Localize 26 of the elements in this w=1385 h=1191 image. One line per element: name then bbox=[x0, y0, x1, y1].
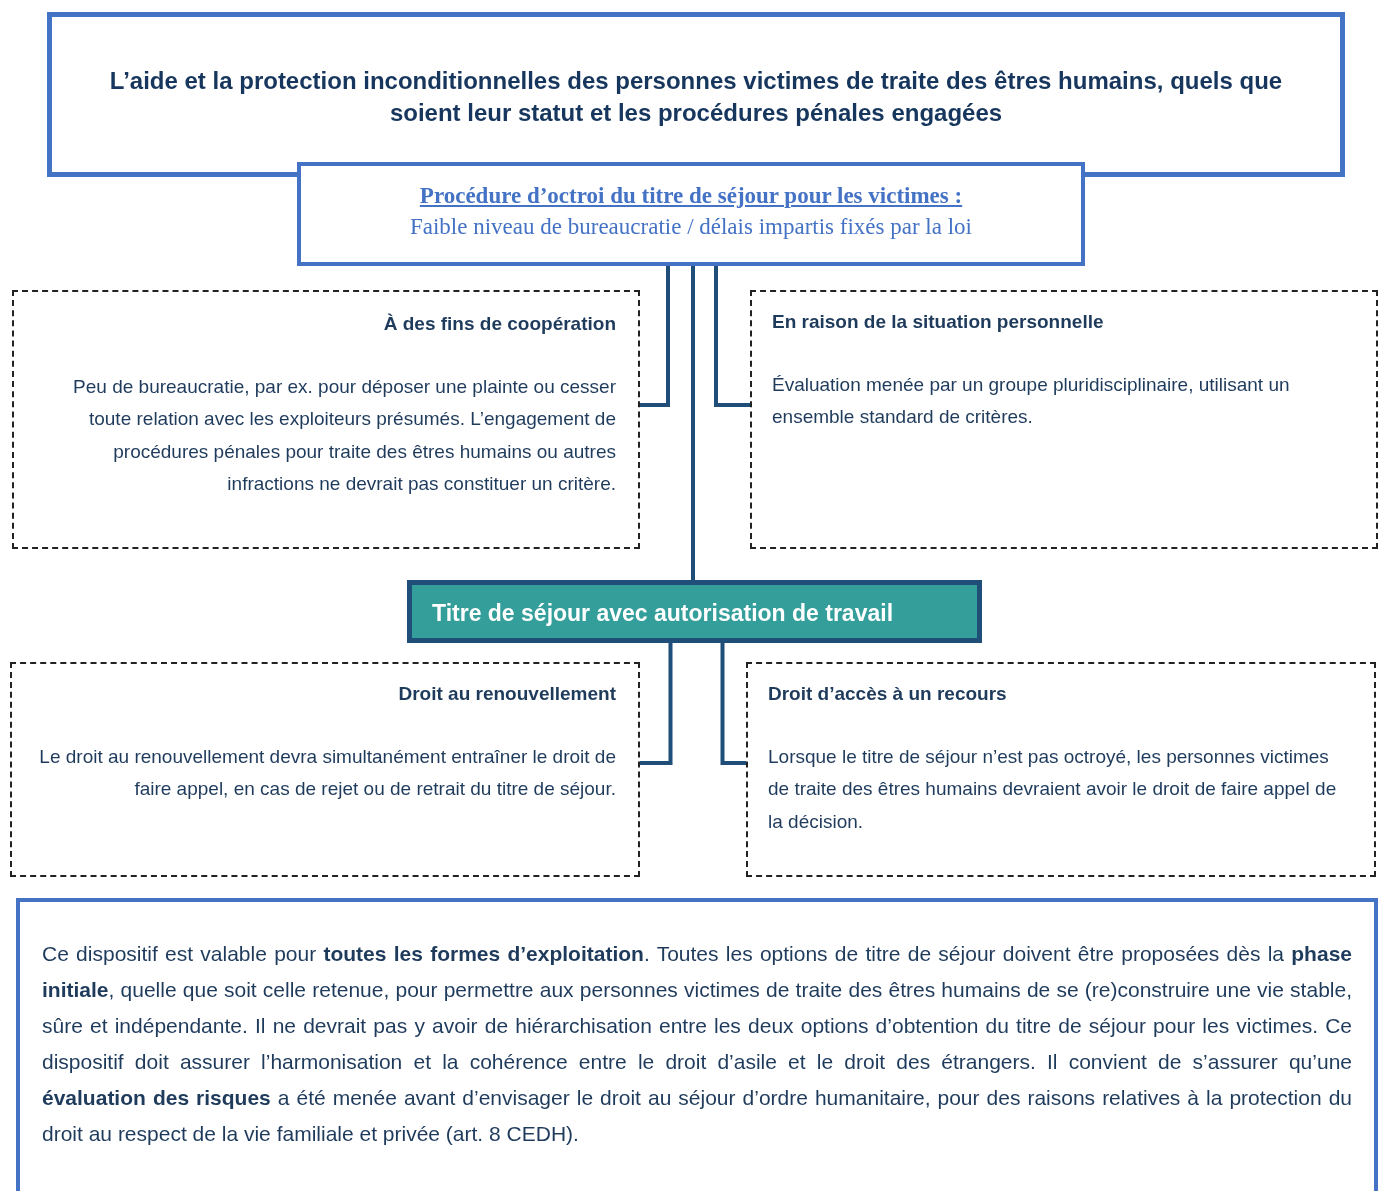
connector-line bbox=[714, 266, 750, 407]
heading: Procédure d’octroi du titre de séjour pour les victimes : bbox=[418, 182, 964, 210]
connector-line bbox=[640, 266, 670, 407]
body-text: Lorsque le titre de séjour n’est pas octroyé, les personnes victimes de traite des êtres humains devraient avoir le droit de faire appel de la décision. bbox=[768, 744, 1338, 834]
result-box bbox=[407, 580, 982, 643]
info-box bbox=[12, 290, 640, 549]
connector-line bbox=[691, 266, 695, 580]
heading: À des fins de coopération bbox=[382, 312, 616, 336]
connector-line bbox=[640, 643, 673, 765]
connector-line bbox=[720, 643, 746, 765]
title-box bbox=[47, 12, 1345, 177]
procedure-box bbox=[297, 162, 1085, 266]
paragraph: Ce dispositif est valable pour toutes les formes d’exploitation. Toutes les options de titre de séjour doivent être proposées dès la phase initiale, quelle que soit celle retenue, pour permettre aux personnes victimes de traite des êtres humains de se (re)construire une vie stable, sûre et indépendante. Il ne devrait pas y avoir de hiérarchisation entre les deux options d’obtention du titre de séjour pour les victimes. Ce dispositif doit assurer l’harmonisation et la cohérence entre le droit d’asile et le droit des étrangers. Il convient de s’assurer qu’une évaluation des risques a été menée avant d’envisager le droit au séjour d’ordre humanitaire, pour des raisons relatives à la protection du droit au respect de la vie familiale et privée (art. 8 CEDH). bbox=[42, 941, 1352, 1147]
heading: Droit au renouvellement bbox=[397, 682, 616, 706]
heading: En raison de la situation personnelle bbox=[772, 310, 1105, 334]
info-box bbox=[750, 290, 1378, 549]
body-text: Le droit au renouvellement devra simultanément entraîner le droit de faire appel, en cas de rejet ou de retrait du titre de séjour. bbox=[38, 744, 616, 801]
heading: Droit d’accès à un recours bbox=[768, 682, 1008, 706]
subtitle-text: Faible niveau de bureaucratie / délais impartis fixés par la loi bbox=[409, 213, 973, 241]
heading: Titre de séjour avec autorisation de travail bbox=[432, 599, 895, 627]
info-box bbox=[746, 662, 1376, 877]
info-box bbox=[10, 662, 640, 877]
body-text: Peu de bureaucratie, par ex. pour déposer une plainte ou cesser toute relation avec les exploiteurs présumés. L’engagement de procédures pénales pour traite des êtres humains ou autres infractions ne devrait pas constituer un critère. bbox=[72, 374, 616, 496]
title-text: L’aide et la protection inconditionnelles des personnes victimes de traite des êtres humains, quels que soient leur statut et les procédures pénales engagées bbox=[108, 66, 1284, 128]
body-text: Évaluation menée par un groupe pluridisciplinaire, utilisant un ensemble standard de critères. bbox=[772, 372, 1291, 429]
note-box bbox=[16, 898, 1378, 1191]
